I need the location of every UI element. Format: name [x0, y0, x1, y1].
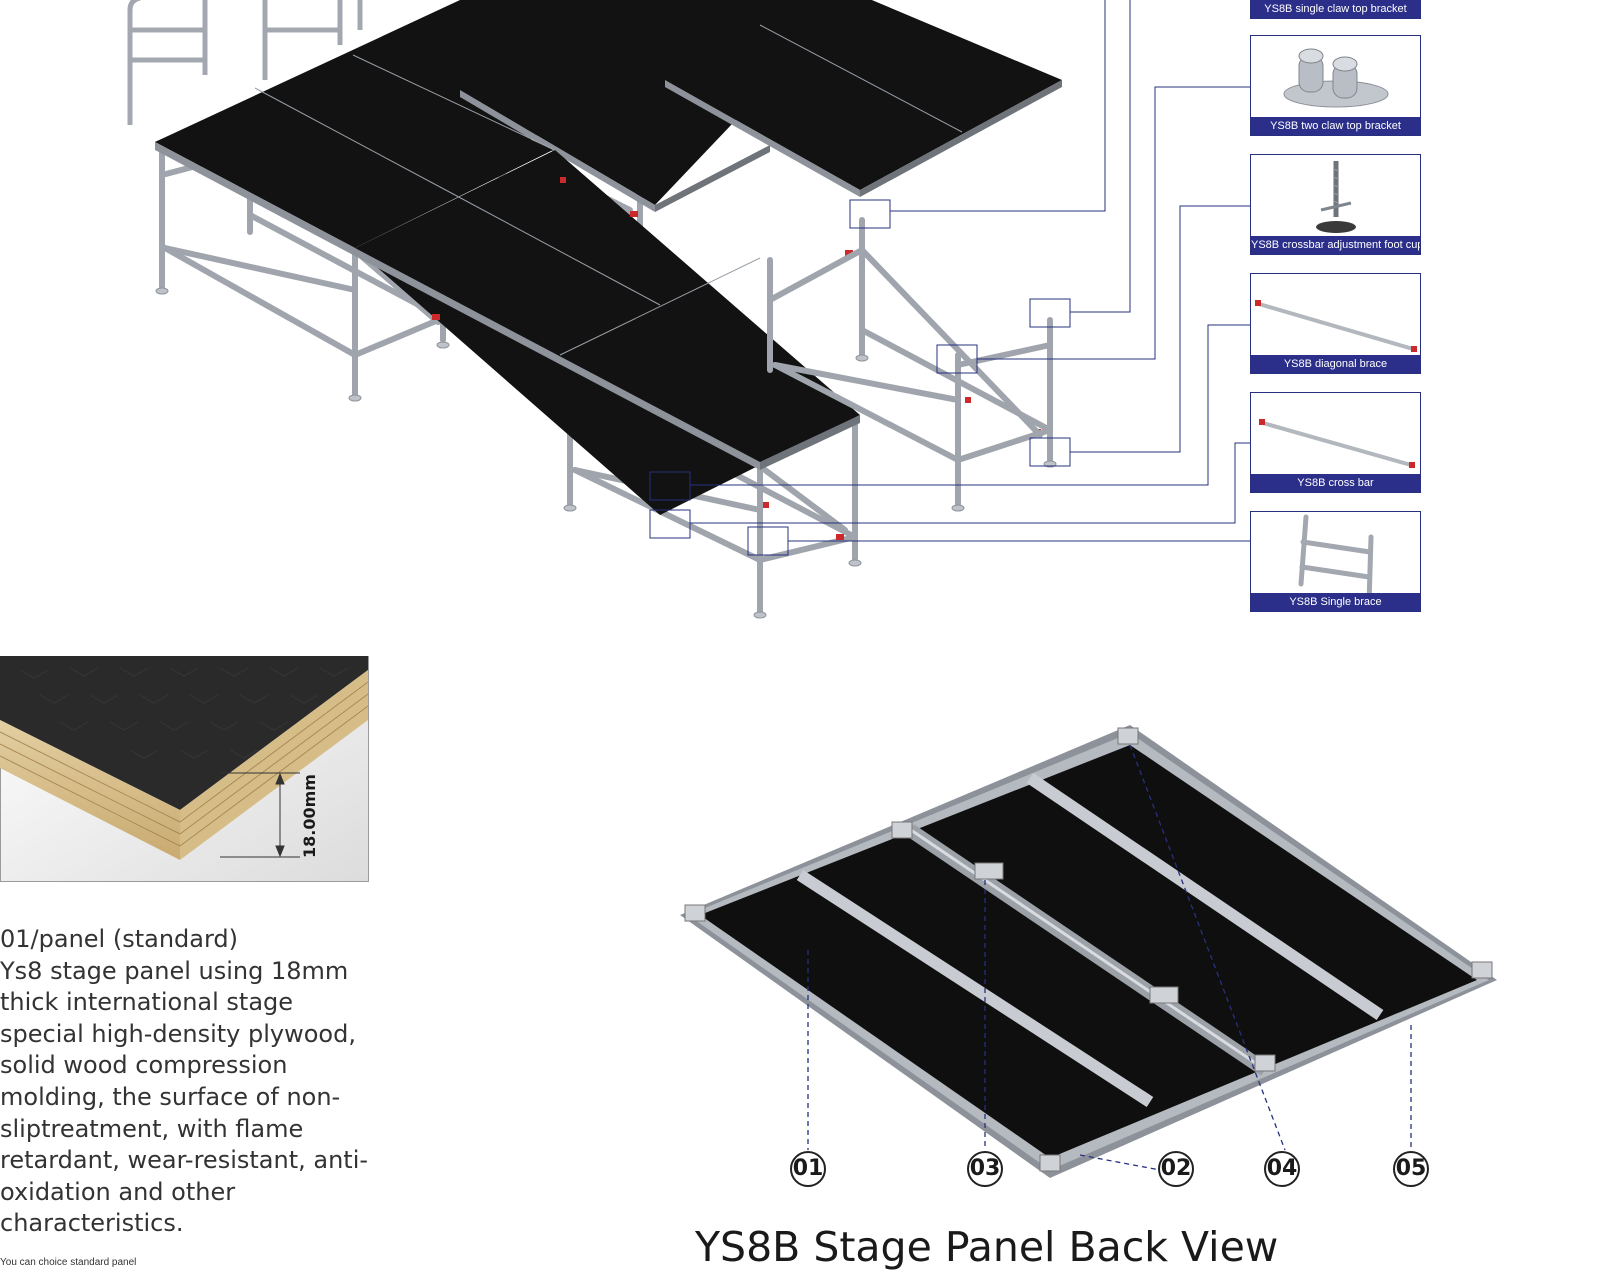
assembled-stage-diagram — [127, 0, 1250, 619]
callout-01: 01 — [790, 1151, 826, 1187]
handrail — [127, 0, 363, 125]
description-line: Ys8 stage panel using 18mm — [0, 956, 349, 985]
part-card-diagonal-brace: YS8B diagonal brace — [1250, 273, 1421, 374]
part-label: YS8B crossbar adjustment foot cup — [1251, 236, 1420, 254]
cross-bar-icon — [1259, 419, 1415, 468]
part-card-two-claw-bracket: YS8B two claw top bracket — [1250, 35, 1421, 136]
panel-heading: 01/panel (standard) — [0, 925, 239, 953]
plywood-sample-photo: 18.00mm — [0, 656, 369, 882]
part-label: YS8B Single brace — [1251, 593, 1420, 611]
description-line: retardant, wear-resistant, anti- — [0, 1146, 369, 1175]
back-view-leader-lines — [807, 744, 1412, 1171]
part-label: YS8B single claw top bracket — [1251, 0, 1420, 18]
description-line: oxidation and other — [0, 1177, 236, 1206]
callout-04: 04 — [1264, 1151, 1300, 1187]
part-card-single-claw-bracket: YS8B single claw top bracket — [1250, 0, 1421, 19]
thickness-dimension — [220, 772, 300, 858]
leader-lines — [690, 0, 1250, 542]
stage-decks — [155, 0, 1062, 515]
description-line: solid wood compression — [0, 1051, 288, 1080]
callout-05: 05 — [1393, 1151, 1429, 1187]
description-line: characteristics. — [0, 1209, 184, 1238]
foot-cup-icon — [1316, 161, 1356, 233]
description-line: special high-density plywood, — [0, 1019, 356, 1048]
description-line: sliptreatment, with flame — [0, 1114, 304, 1143]
panel-description: 01/panel (standard) Ys8 stage panel usin… — [0, 924, 380, 1240]
part-label: YS8B two claw top bracket — [1251, 117, 1420, 135]
back-view-title: YS8B Stage Panel Back View — [695, 1223, 1279, 1271]
part-card-foot-cup: YS8B crossbar adjustment foot cup — [1250, 154, 1421, 255]
part-label: YS8B cross bar — [1251, 474, 1420, 492]
description-line: thick international stage — [0, 988, 294, 1017]
callout-02: 02 — [1158, 1151, 1194, 1187]
two-claw-bracket-icon — [1283, 48, 1389, 108]
part-card-cross-bar: YS8B cross bar — [1250, 392, 1421, 493]
footnote: You can choice standard panel — [0, 1257, 137, 1268]
part-card-single-brace: YS8B Single brace — [1250, 511, 1421, 612]
part-label: YS8B diagonal brace — [1251, 355, 1420, 373]
description-line: molding, the surface of non- — [0, 1082, 341, 1111]
thickness-label: 18.00mm — [300, 774, 319, 858]
callout-03: 03 — [967, 1151, 1003, 1187]
diagonal-brace-icon — [1255, 300, 1417, 352]
single-brace-icon — [1298, 514, 1374, 607]
exploded-frame — [767, 217, 1053, 508]
back-view-panel-diagram — [680, 725, 1497, 1178]
